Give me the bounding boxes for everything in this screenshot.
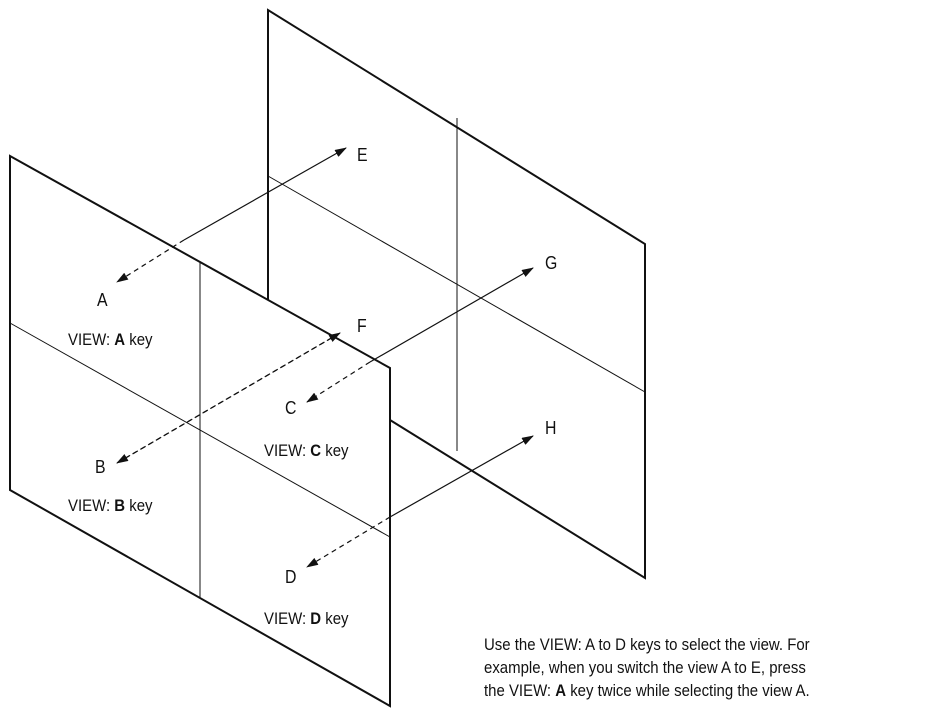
point-label-d: D xyxy=(285,567,297,587)
caption-line-3-key: A xyxy=(555,681,567,700)
view-label-d-key: D xyxy=(310,609,322,628)
arrow-e-solid xyxy=(183,147,347,241)
view-label-d: VIEW: D key xyxy=(264,609,349,629)
view-label-d-suffix: key xyxy=(321,609,349,628)
arrow-b-to-f xyxy=(116,332,341,464)
back-panel-outline xyxy=(267,8,646,580)
view-label-b: VIEW: B key xyxy=(68,496,153,516)
view-label-b-key: B xyxy=(114,496,126,515)
caption-line-3-suffix: key twice while selecting the view A. xyxy=(566,681,810,700)
view-label-a-prefix: VIEW: xyxy=(68,330,115,349)
view-label-b-prefix: VIEW: xyxy=(68,496,115,515)
caption-line-3: the VIEW: A key twice while selecting th… xyxy=(484,679,939,702)
view-label-c-suffix: key xyxy=(321,441,349,460)
view-label-d-prefix: VIEW: xyxy=(264,609,311,628)
caption-line-3-prefix: the VIEW: xyxy=(484,681,556,700)
point-label-e: E xyxy=(357,145,368,165)
view-label-a-suffix: key xyxy=(125,330,153,349)
view-label-c: VIEW: C key xyxy=(264,441,349,461)
arrow-a-dashed xyxy=(116,239,185,283)
front-panel-horizontal-divider xyxy=(9,322,391,538)
point-label-a: A xyxy=(97,290,108,310)
arrow-c-to-g xyxy=(306,267,534,403)
arrow-g-solid xyxy=(369,267,534,363)
view-label-b-suffix: key xyxy=(125,496,153,515)
caption-line-1: Use the VIEW: A to D keys to select the … xyxy=(484,635,810,654)
arrow-a-to-e xyxy=(116,147,347,283)
back-panel-horizontal-divider xyxy=(267,175,646,393)
arrow-c-dashed xyxy=(306,361,371,403)
view-label-c-prefix: VIEW: xyxy=(264,441,311,460)
arrow-h-solid xyxy=(389,435,534,518)
point-label-b: B xyxy=(95,457,106,477)
point-label-c: C xyxy=(285,398,297,418)
point-label-f: F xyxy=(357,316,367,336)
point-label-g: G xyxy=(545,253,558,273)
back-panel xyxy=(267,8,646,580)
arrow-b-dashed xyxy=(116,332,341,464)
front-panel xyxy=(9,154,391,708)
arrow-d-dashed xyxy=(306,516,391,568)
point-label-h: H xyxy=(545,418,557,438)
diagram-caption: Use the VIEW: A to D keys to select the … xyxy=(484,633,939,702)
caption-line-2: example, when you switch the view A to E… xyxy=(484,658,806,677)
view-label-c-key: C xyxy=(310,441,322,460)
arrow-d-to-h xyxy=(306,435,534,568)
view-label-a: VIEW: A key xyxy=(68,330,153,350)
view-label-a-key: A xyxy=(114,330,126,349)
